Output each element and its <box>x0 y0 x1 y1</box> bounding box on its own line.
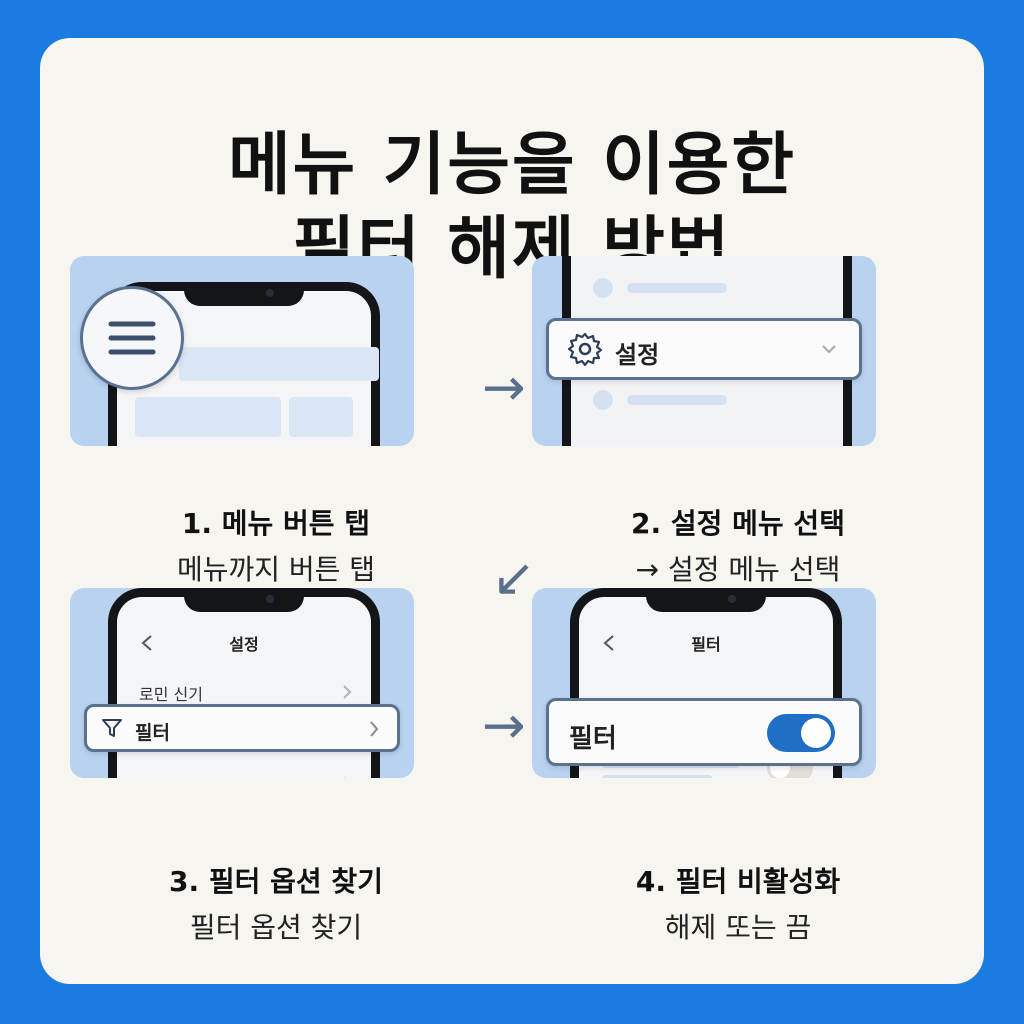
back-chevron-icon[interactable] <box>139 633 155 653</box>
filter-label: 필터 <box>135 722 170 744</box>
menu-button-highlight[interactable] <box>80 286 184 390</box>
step-4-desc: 해제 또는 끔 <box>664 911 812 944</box>
placeholder-line <box>627 395 727 405</box>
chevron-right-icon <box>343 685 352 699</box>
settings-label: 설정 <box>615 341 660 369</box>
placeholder-line <box>627 283 727 293</box>
step-4-title: 4. 필터 비활성화 <box>635 865 841 898</box>
placeholder-line <box>601 775 713 778</box>
arrow-right-icon: → <box>482 358 526 418</box>
list-dot <box>593 390 613 410</box>
arrow-down-left-icon: ↙ <box>492 548 536 608</box>
placeholder-block <box>179 347 379 381</box>
chevron-right-icon <box>344 777 346 778</box>
phone-notch <box>184 282 304 306</box>
chevron-down-icon <box>822 345 836 354</box>
step-2-desc: → 설정 메뉴 선택 <box>635 553 841 586</box>
phone-notch <box>184 588 304 612</box>
filter-menu-item[interactable]: 필터 <box>84 704 400 752</box>
step-1-illustration <box>70 256 414 446</box>
list-dot <box>593 278 613 298</box>
step-1-desc: 메뉴까지 버튼 탭 <box>176 553 376 586</box>
step-4-illustration: 필터 필터 <box>532 588 876 778</box>
back-chevron-icon[interactable] <box>601 633 617 653</box>
hamburger-menu-icon <box>108 321 156 355</box>
step-3-desc: 필터 옵션 찾기 <box>189 911 363 944</box>
toggle-switch[interactable] <box>767 714 835 752</box>
screen-title: 설정 <box>229 635 259 654</box>
placeholder-block <box>289 397 353 437</box>
infographic-card: 메뉴 기능을 이용한 필터 해제 방법 <box>40 38 984 984</box>
step-3-illustration: 설정 로민 신기 역점 필터 <box>70 588 414 778</box>
screen-title: 필터 <box>691 635 721 654</box>
title-line-1: 메뉴 기능을 이용한 <box>228 126 796 205</box>
list-item-label: 역점 <box>139 773 168 778</box>
filter-toggle-label: 필터 <box>569 724 617 754</box>
step-2-title: 2. 설정 메뉴 선택 <box>631 507 845 540</box>
list-item-label: 로민 신기 <box>139 685 203 704</box>
gear-icon <box>567 332 603 367</box>
chevron-right-icon <box>370 721 379 737</box>
filter-icon <box>102 719 122 737</box>
arrow-right-icon: → <box>482 696 526 756</box>
step-1-title: 1. 메뉴 버튼 탭 <box>181 507 371 540</box>
filter-toggle-row: 필터 <box>546 698 862 766</box>
step-2-illustration: 설정 <box>532 256 876 446</box>
settings-menu-item[interactable]: 설정 <box>546 318 862 380</box>
phone-notch <box>646 588 766 612</box>
placeholder-block <box>135 397 281 437</box>
step-3-title: 3. 필터 옵션 찾기 <box>169 865 383 898</box>
toggle-knob <box>801 718 831 748</box>
